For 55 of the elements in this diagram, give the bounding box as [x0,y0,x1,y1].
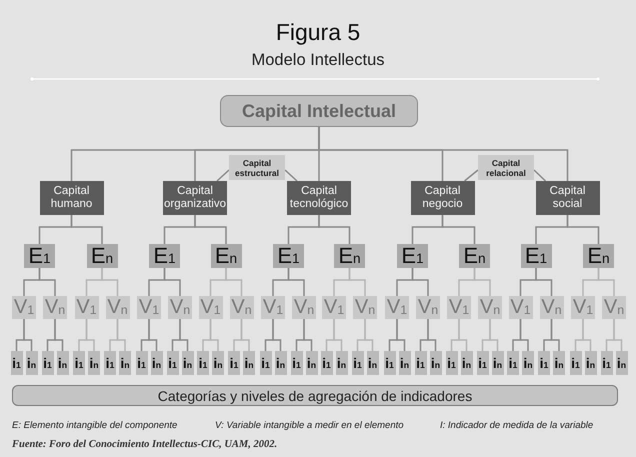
capital-box: Capital humano [40,181,104,215]
connector-line [533,169,546,182]
connector-line [116,319,126,351]
connector-line [210,319,219,351]
connector-line [333,319,342,351]
connector-line [164,268,181,296]
connector-line [272,319,282,351]
legend-note: E: Elemento intangible del componente [12,420,178,432]
group-tag: Capital relacional [478,155,534,180]
figure-title: Figura 5 [276,19,360,45]
connector-line [442,215,476,244]
connector-line [288,268,305,296]
capital-box: Capital negocio [410,181,474,215]
connector-line [70,215,103,244]
connector-line [54,319,64,351]
capital-box: Capital organizativo [163,181,227,215]
connector-line [464,169,478,182]
connector-line [38,268,56,296]
connector-line [520,319,529,351]
connector-line [348,268,366,296]
capital-box: Capital social [536,181,600,215]
capital-box: Capital tecnológico [287,181,351,215]
connector-line [427,319,436,351]
connector-line [613,319,622,351]
connector-line [86,319,95,351]
connector-line [148,319,158,351]
connector-line [318,127,568,181]
group-tag: Capital estructural [229,155,285,180]
connector-line [566,215,600,244]
connector-line [194,215,227,244]
connector-line [598,268,615,296]
connector-line [284,169,298,182]
figure-subtitle: Modelo Intellectus [252,51,384,70]
legend-note: V: Variable intangible a medir en el elemento [215,420,404,432]
connector-line [412,268,429,296]
connector-line [489,319,498,351]
connector-line [303,319,312,351]
connector-line [364,319,374,351]
connector-line [474,268,491,296]
connector-line [179,319,188,351]
connector-line [550,319,560,351]
connector-line [535,268,552,296]
connector-line [23,319,32,351]
connector-line [582,319,592,351]
root-box: Capital Intelectual [220,95,418,127]
connector-line [101,268,118,296]
legend-note: I: Indicador de medida de la variable [440,420,594,432]
connector-line [216,169,230,182]
connector-line [458,319,468,351]
connector-line [225,268,242,296]
connector-line [318,215,350,244]
source-note: Fuente: Foro del Conocimiento Intellectus-CIC, UAM, 2002. [12,438,278,451]
category-band: Categorías y niveles de agregación de indicadores [12,385,618,406]
connector-line [240,319,250,351]
connector-line [396,319,406,351]
